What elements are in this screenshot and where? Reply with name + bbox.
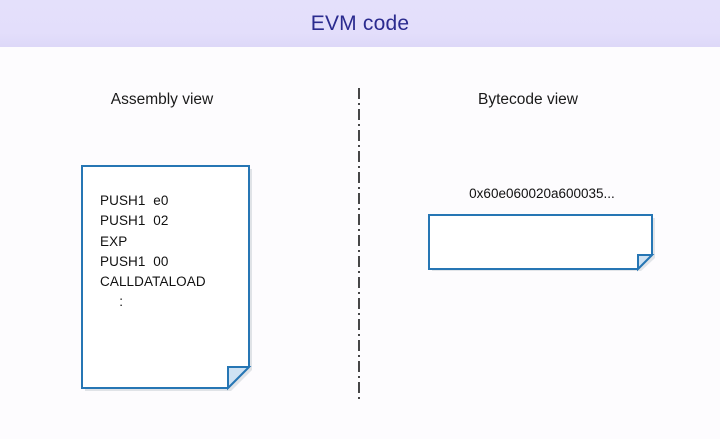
assembly-code-note[interactable] [81,165,253,392]
page-title: EVM code [310,12,410,35]
note-body [428,214,653,270]
vertical-dash-dot-divider [358,88,360,399]
bytecode-text: 0x60e060020a600035... [469,186,615,201]
bytecode-note[interactable] [428,214,656,272]
diagram-canvas: Assembly view Bytecode view [0,47,720,439]
page-header: EVM code [0,0,720,47]
bytecode-view-heading: Bytecode view [478,91,578,108]
note-fold-corner [637,254,655,272]
note-fold-corner [227,366,252,391]
assembly-view-heading: Assembly view [110,91,214,108]
assembly-code-text: PUSH1 e0 PUSH1 02 EXP PUSH1 00 CALLDATAL… [100,193,206,310]
